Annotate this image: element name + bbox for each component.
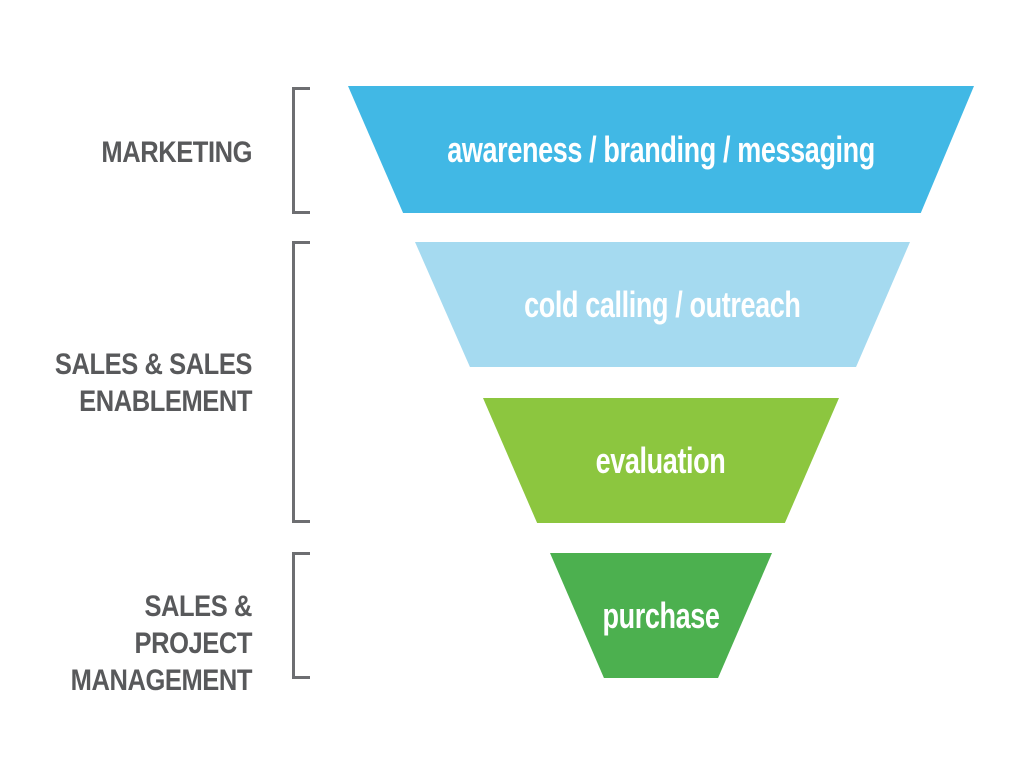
- funnel-stage-evaluation-label: evaluation: [596, 439, 726, 481]
- group-label-sales-enablement: SALES & SALES ENABLEMENT: [54, 348, 253, 418]
- group-label-marketing: MARKETING: [101, 136, 252, 169]
- funnel-stage-awareness-label: awareness / branding / messaging: [447, 128, 875, 170]
- funnel-stage-purchase: purchase: [550, 553, 772, 678]
- bracket-sales-enablement: [292, 241, 310, 523]
- funnel-stage-awareness: awareness / branding / messaging: [348, 86, 974, 213]
- group-label-sales-project-management: SALES & PROJECT MANAGEMENT: [70, 590, 253, 697]
- funnel-stage-evaluation: evaluation: [483, 398, 839, 523]
- bracket-sales-project-management: [292, 552, 310, 679]
- funnel-stage-purchase-label: purchase: [602, 594, 720, 636]
- funnel-stage-cold-calling: cold calling / outreach: [415, 242, 910, 367]
- bracket-marketing: [292, 87, 310, 214]
- funnel-stage-cold-calling-label: cold calling / outreach: [524, 283, 801, 325]
